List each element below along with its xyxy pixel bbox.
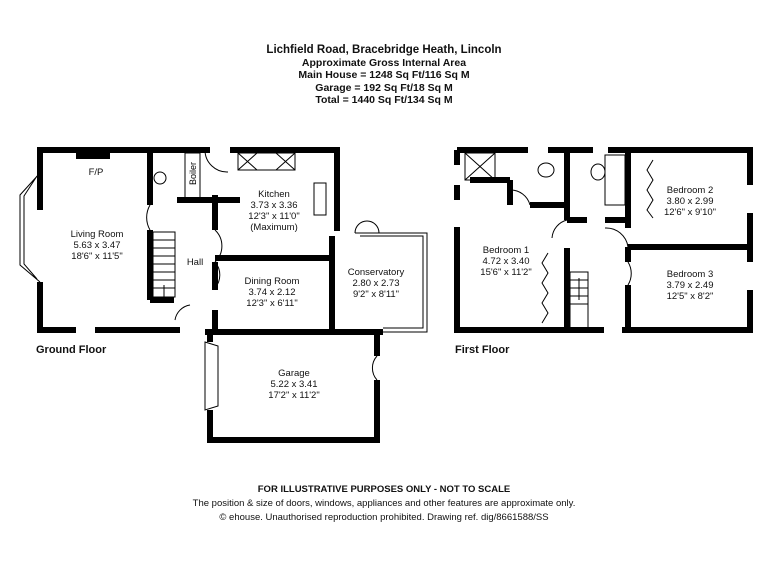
disclaimer: FOR ILLUSTRATIVE PURPOSES ONLY - NOT TO … <box>257 484 511 495</box>
ground-floor-label: Ground Floor <box>36 344 107 356</box>
room-metric: 5.63 x 3.47 <box>73 240 121 251</box>
room-kitchen: Kitchen 3.73 x 3.36 12'3" x 11'0" (Maxim… <box>248 189 299 233</box>
conservatory-glass <box>355 232 428 333</box>
room-imperial: 12'3" x 6'11" <box>246 298 298 309</box>
ground-floor-walls <box>37 147 340 335</box>
kitchen-units <box>237 152 296 171</box>
copyright: © ehouse. Unauthorised reproduction proh… <box>219 512 549 523</box>
room-bedroom-1: Bedroom 1 4.72 x 3.40 15'6" x 11'2" <box>480 245 531 278</box>
door-swings <box>146 149 632 381</box>
room-name: Kitchen <box>258 189 290 200</box>
room-metric: 3.73 x 3.36 <box>250 200 298 211</box>
fireplace-label: F/P <box>88 167 104 178</box>
room-metric: 4.72 x 3.40 <box>482 256 530 267</box>
room-imperial: 15'6" x 11'2" <box>480 267 532 278</box>
room-imperial: 12'5" x 8'2" <box>666 291 714 302</box>
room-name: Dining Room <box>244 276 300 287</box>
room-name: Garage <box>278 368 310 379</box>
kitchen-sink <box>313 182 327 216</box>
room-metric: 5.22 x 3.41 <box>270 379 318 390</box>
room-living-room: Living Room 5.63 x 3.47 18'6" x 11'5" <box>71 229 124 262</box>
bay-window <box>19 172 41 283</box>
header: Lichfield Road, Bracebridge Heath, Linco… <box>0 44 768 107</box>
room-bedroom-2: Bedroom 2 3.80 x 2.99 12'6" x 9'10" <box>664 185 716 218</box>
address-title: Lichfield Road, Bracebridge Heath, Linco… <box>266 44 502 56</box>
garage-door <box>204 341 219 411</box>
room-bedroom-3: Bedroom 3 3.79 x 2.49 12'5" x 8'2" <box>666 269 713 302</box>
room-imperial: 12'6" x 9'10" <box>663 207 717 218</box>
room-name: Bedroom 3 <box>666 269 714 280</box>
boiler-label: Boiler <box>188 162 198 185</box>
room-metric: 3.79 x 2.49 <box>666 280 714 291</box>
wardrobes <box>541 159 654 324</box>
room-metric: 2.80 x 2.73 <box>352 278 400 289</box>
room-imperial: 18'6" x 11'5" <box>71 251 123 262</box>
room-garage: Garage 5.22 x 3.41 17'2" x 11'2" <box>268 368 319 401</box>
room-name: Conservatory <box>347 267 405 278</box>
garage-walls <box>207 332 380 443</box>
area-subtitle: Approximate Gross Internal Area <box>301 56 467 69</box>
toilet <box>537 162 555 178</box>
room-imperial: 17'2" x 11'2" <box>268 390 320 401</box>
room-note: (Maximum) <box>250 222 298 233</box>
room-metric: 3.74 x 2.12 <box>248 287 296 298</box>
room-name: Bedroom 2 <box>666 185 714 196</box>
stairs-first <box>569 271 589 329</box>
first-floor-label: First Floor <box>455 344 510 356</box>
room-imperial: 9'2" x 8'11" <box>352 289 400 300</box>
bath <box>604 154 626 206</box>
shower <box>464 152 496 181</box>
room-name: Bedroom 1 <box>482 245 530 256</box>
approximation-note: The position & size of doors, windows, a… <box>192 498 576 509</box>
room-conservatory: Conservatory 2.80 x 2.73 9'2" x 8'11" <box>348 267 405 300</box>
room-metric: 3.80 x 2.99 <box>666 196 714 207</box>
room-imperial: 12'3" x 11'0" <box>248 211 300 222</box>
room-dining-room: Dining Room 3.74 x 2.12 12'3" x 6'11" <box>245 276 300 309</box>
room-name: Living Room <box>70 229 124 240</box>
garage-area: Garage = 192 Sq Ft/18 Sq M <box>315 81 453 94</box>
boiler-cupboard <box>184 152 201 199</box>
total-area: Total = 1440 Sq Ft/134 Sq M <box>315 94 453 106</box>
fireplace <box>76 150 110 159</box>
footer: FOR ILLUSTRATIVE PURPOSES ONLY - NOT TO … <box>0 483 768 525</box>
main-house-area: Main House = 1248 Sq Ft/116 Sq M <box>298 69 470 81</box>
hall-label: Hall <box>186 257 204 268</box>
